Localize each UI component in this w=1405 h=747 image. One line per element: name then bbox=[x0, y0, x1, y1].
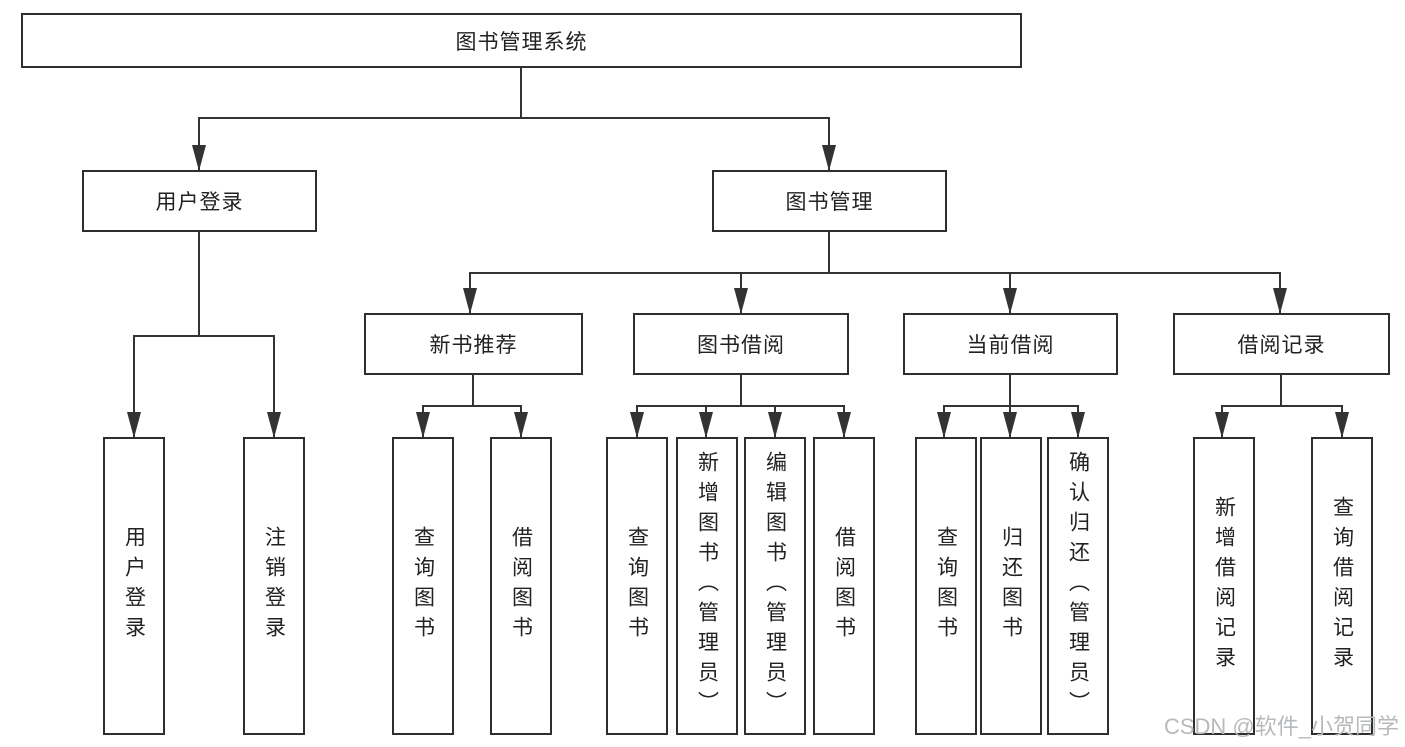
node-borrow-records: 借阅记录 bbox=[1173, 313, 1390, 375]
arrowhead bbox=[1273, 288, 1287, 314]
arrowhead bbox=[127, 412, 141, 438]
leaf-bb-add-books-admin: 新增图书（管理员） bbox=[676, 437, 738, 735]
connector-line bbox=[133, 335, 275, 337]
arrowhead bbox=[267, 412, 281, 438]
leaf-cb-confirm-return-admin: 确认归还（管理员） bbox=[1047, 437, 1109, 735]
leaf-user-login: 用户登录 bbox=[103, 437, 165, 735]
arrowhead bbox=[768, 412, 782, 438]
leaf-cb-confirm-return-admin-label: 确认归还（管理员） bbox=[1066, 451, 1090, 721]
leaf-br-add-record-label: 新增借阅记录 bbox=[1212, 496, 1236, 676]
node-book-management: 图书管理 bbox=[712, 170, 947, 232]
arrowhead bbox=[416, 412, 430, 438]
leaf-nb-query-books-label: 查询图书 bbox=[411, 526, 435, 646]
node-current-borrowing-label: 当前借阅 bbox=[966, 334, 1055, 357]
connector-line bbox=[943, 405, 1079, 407]
leaf-cb-return-books: 归还图书 bbox=[980, 437, 1042, 735]
connector-line bbox=[520, 68, 522, 118]
connector-line bbox=[1009, 375, 1011, 406]
arrowhead bbox=[822, 145, 836, 171]
leaf-bb-query-books: 查询图书 bbox=[606, 437, 668, 735]
node-library-system: 图书管理系统 bbox=[21, 13, 1022, 68]
connector-line bbox=[469, 272, 1281, 274]
node-user-login: 用户登录 bbox=[82, 170, 317, 232]
leaf-logout-label: 注销登录 bbox=[262, 526, 286, 646]
connector-line bbox=[133, 336, 135, 437]
leaf-br-query-record: 查询借阅记录 bbox=[1311, 437, 1373, 735]
leaf-bb-borrow-books-label: 借阅图书 bbox=[832, 526, 856, 646]
node-new-book-recommend: 新书推荐 bbox=[364, 313, 583, 375]
node-borrow-records-label: 借阅记录 bbox=[1237, 334, 1326, 357]
connector-line bbox=[198, 232, 200, 336]
node-book-management-label: 图书管理 bbox=[785, 191, 874, 214]
connector-line bbox=[273, 336, 275, 437]
arrowhead bbox=[837, 412, 851, 438]
connector-line bbox=[472, 375, 474, 406]
leaf-cb-return-books-label: 归还图书 bbox=[999, 526, 1023, 646]
arrowhead bbox=[1071, 412, 1085, 438]
arrowhead bbox=[1215, 412, 1229, 438]
arrowhead bbox=[734, 288, 748, 314]
arrowhead bbox=[1003, 288, 1017, 314]
node-book-borrowing-label: 图书借阅 bbox=[697, 334, 785, 357]
connector-line bbox=[828, 118, 830, 170]
leaf-nb-borrow-books-label: 借阅图书 bbox=[509, 526, 533, 646]
leaf-bb-add-books-admin-label: 新增图书（管理员） bbox=[695, 451, 719, 721]
leaf-logout: 注销登录 bbox=[243, 437, 305, 735]
leaf-nb-borrow-books: 借阅图书 bbox=[490, 437, 552, 735]
leaf-bb-edit-books-admin: 编辑图书（管理员） bbox=[744, 437, 806, 735]
arrowhead bbox=[463, 288, 477, 314]
arrowhead bbox=[514, 412, 528, 438]
arrowhead bbox=[1335, 412, 1349, 438]
leaf-cb-query-books-label: 查询图书 bbox=[934, 526, 958, 646]
connector-line bbox=[828, 232, 830, 273]
leaf-bb-borrow-books: 借阅图书 bbox=[813, 437, 875, 735]
connector-line bbox=[1221, 405, 1343, 407]
leaf-br-query-record-label: 查询借阅记录 bbox=[1330, 496, 1354, 676]
arrowhead bbox=[630, 412, 644, 438]
leaf-nb-query-books: 查询图书 bbox=[392, 437, 454, 735]
connector-line bbox=[1280, 375, 1282, 406]
leaf-bb-query-books-label: 查询图书 bbox=[625, 526, 649, 646]
connector-line bbox=[198, 118, 200, 170]
arrowhead bbox=[192, 145, 206, 171]
node-user-login-label: 用户登录 bbox=[155, 191, 244, 214]
node-book-borrowing: 图书借阅 bbox=[633, 313, 849, 375]
connector-line bbox=[636, 405, 845, 407]
watermark: CSDN @软件_小贺同学 bbox=[1163, 714, 1399, 739]
node-new-book-recommend-label: 新书推荐 bbox=[429, 334, 518, 357]
arrowhead bbox=[1003, 412, 1017, 438]
arrowhead bbox=[699, 412, 713, 438]
node-library-system-label: 图书管理系统 bbox=[455, 30, 588, 54]
connector-line bbox=[198, 117, 830, 119]
connector-line bbox=[422, 405, 522, 407]
arrowhead bbox=[937, 412, 951, 438]
leaf-bb-edit-books-admin-label: 编辑图书（管理员） bbox=[763, 451, 787, 721]
node-current-borrowing: 当前借阅 bbox=[903, 313, 1118, 375]
connector-line bbox=[740, 375, 742, 406]
leaf-br-add-record: 新增借阅记录 bbox=[1193, 437, 1255, 735]
leaf-user-login-label: 用户登录 bbox=[122, 526, 146, 646]
leaf-cb-query-books: 查询图书 bbox=[915, 437, 977, 735]
